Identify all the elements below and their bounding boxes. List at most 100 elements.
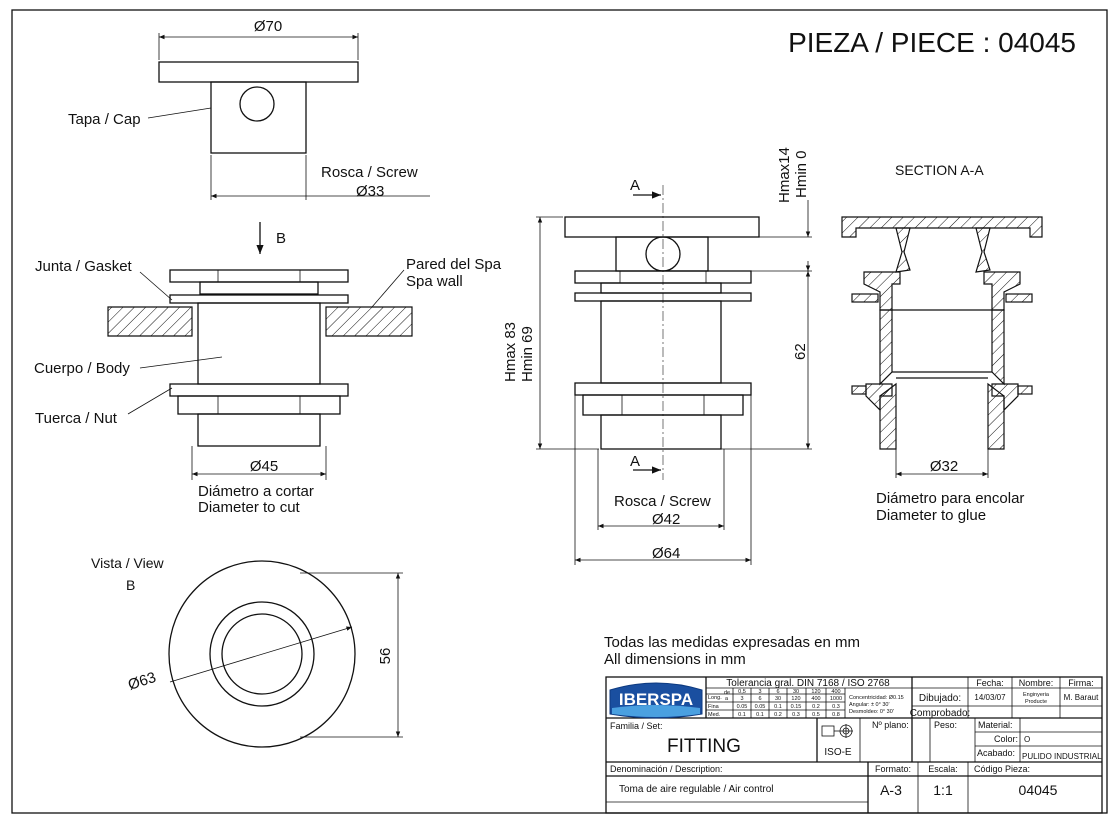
plan-number-label: Nº plano: [872, 720, 909, 730]
title-block [605, 676, 1103, 814]
note-line-2: All dimensions in mm [604, 651, 746, 668]
cut-diameter-es: Diámetro a cortar [198, 483, 314, 500]
tol-range-from: 3 [758, 689, 761, 695]
finish-label: Acabado: [977, 748, 1015, 758]
tol-de-label: de [724, 690, 730, 696]
sheet-border [11, 9, 1108, 814]
tol-fine-value: 0.2 [812, 704, 820, 710]
description-label: Denominación / Description: [610, 764, 723, 774]
tol-media-label: Med. [708, 712, 721, 718]
glue-diameter-es: Diámetro para encolar [876, 490, 1024, 507]
drawn-label: Dibujado: [919, 693, 961, 704]
dim-63-label: Ø63 [126, 669, 158, 694]
tol-fine-value: 0.3 [832, 704, 840, 710]
tol-long-label: Long. [708, 695, 722, 701]
tol-range-from: 0,5 [738, 689, 746, 695]
hmin0-label: Hmin 0 [793, 150, 810, 198]
hmin69-label: Hmin 69 [519, 326, 536, 382]
tol-fina-label: Fina [708, 704, 720, 710]
tol-fine-value: 0.15 [791, 704, 802, 710]
tol-range-to: 6 [758, 696, 761, 702]
dim-45-label: Ø45 [250, 458, 278, 475]
tol-range-to: 120 [791, 696, 800, 702]
section-a-bottom: A [630, 453, 640, 470]
family-value: FITTING [667, 736, 741, 757]
tol-fine-value: 0.05 [737, 704, 748, 710]
drawn-signature: M. Baraut [1064, 693, 1099, 702]
spa-wall-label-es: Pared del Spa [406, 256, 502, 273]
gasket-label: Junta / Gasket [35, 258, 133, 275]
iso-label: ISO-E [824, 747, 852, 758]
tol-fine-value: 0.1 [774, 704, 782, 710]
family-label: Familia / Set: [610, 721, 663, 731]
name-label: Nombre: [1019, 678, 1054, 688]
drawn-name-2: Producte [1025, 699, 1047, 705]
note-line-1: Todas las medidas expresadas en mm [604, 634, 860, 651]
tol-range-to: 3 [740, 696, 743, 702]
format-value: A-3 [880, 782, 902, 798]
description-value: Toma de aire regulable / Air control [619, 784, 774, 795]
tol-medium-value: 0.2 [774, 712, 782, 718]
tol-range-from: 6 [776, 689, 779, 695]
iberspa-logo: IBERSPA [609, 682, 703, 719]
finish-value: PULIDO INDUSTRIAL [1022, 752, 1102, 761]
dim-56-label: 56 [377, 648, 394, 665]
material-label: Material: [978, 720, 1013, 730]
tol-medium-value: 0.1 [756, 712, 764, 718]
tol-medium-value: 0.1 [738, 712, 746, 718]
scale-label: Escala: [928, 764, 958, 774]
view-b-arrow-label: B [276, 230, 286, 247]
brand-name: IBERSPA [619, 690, 693, 709]
tol-a-label: a [725, 696, 729, 702]
dim-42-label: Ø42 [652, 511, 680, 528]
screw-label-top: Rosca / Screw [321, 164, 418, 181]
dim-62-label: 62 [792, 343, 809, 360]
drawn-name-1: Enginyeria [1023, 692, 1050, 698]
top-view-cap: Ø70 [147, 18, 430, 200]
dim-32-label: Ø32 [930, 458, 958, 475]
angular-label: Angular: ± 0° 30' [849, 702, 890, 708]
format-label: Formato: [875, 764, 911, 774]
tol-fine-value: 0.05 [755, 704, 766, 710]
view-b-label: B [126, 577, 135, 593]
view-label: Vista / View [91, 555, 165, 571]
color-value: O [1024, 735, 1030, 744]
tol-range-to: 1000 [830, 696, 842, 702]
scale-value: 1:1 [933, 782, 953, 798]
part-code-value: 04045 [1019, 782, 1058, 798]
signature-label: Firma: [1068, 678, 1094, 688]
tolerance-table: Long. de a Fina Med. 0,53366303012012040… [708, 689, 842, 718]
tol-range-to: 30 [775, 696, 781, 702]
section-title: SECTION A-A [895, 162, 984, 178]
hmax83-label: Hmax 83 [502, 322, 519, 382]
weight-label: Peso: [934, 720, 957, 730]
glue-diameter-en: Diameter to glue [876, 507, 986, 524]
nut-label: Tuerca / Nut [35, 410, 118, 427]
screw-label-front: Rosca / Screw [614, 493, 711, 510]
color-label: Color: [994, 734, 1018, 744]
section-a-a [841, 216, 1043, 478]
concentricity-label: Concentricidad: Ø0.15 [849, 695, 904, 701]
cap-label: Tapa / Cap [68, 111, 141, 128]
dim-64-label: Ø64 [652, 545, 680, 562]
front-view [536, 185, 812, 565]
tol-medium-value: 0.5 [812, 712, 820, 718]
spa-wall-label-en: Spa wall [406, 273, 463, 290]
cut-diameter-en: Diameter to cut [198, 499, 301, 516]
tolerance-label: Tolerancia gral. DIN 7168 / ISO 2768 [726, 678, 890, 689]
tol-range-from: 120 [811, 689, 820, 695]
draft-label: Desmoldeo: 0° 30' [849, 709, 894, 715]
body-label: Cuerpo / Body [34, 360, 130, 377]
part-code-label: Código Pieza: [974, 764, 1030, 774]
hmax14-label: Hmax14 [776, 147, 793, 203]
tol-range-from: 400 [831, 689, 840, 695]
piece-title: PIEZA / PIECE : 04045 [788, 27, 1076, 58]
checked-label: Comprobado: [910, 708, 971, 719]
date-label: Fecha: [976, 678, 1004, 688]
assembly-view [107, 222, 413, 480]
tol-range-from: 30 [793, 689, 799, 695]
dim-33-label: Ø33 [356, 183, 384, 200]
dim-70-label: Ø70 [254, 18, 282, 35]
